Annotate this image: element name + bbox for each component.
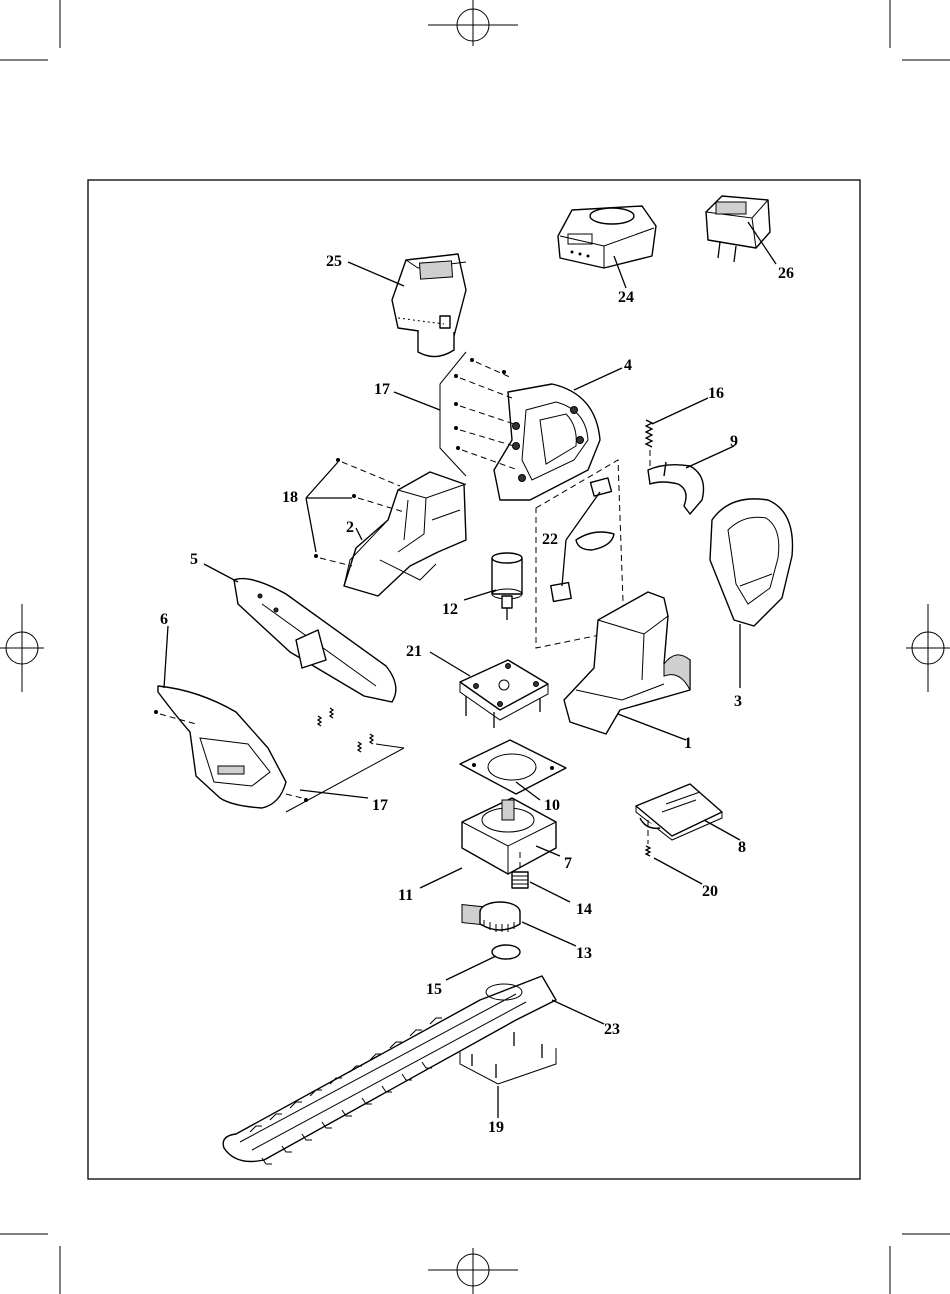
label-16: 16	[708, 385, 724, 402]
label-10: 10	[544, 797, 560, 814]
gear-plate-drawing	[460, 660, 548, 728]
label-25: 24	[618, 289, 634, 306]
registration-mark-left	[0, 604, 44, 692]
label-17-lower: 17	[372, 797, 388, 814]
motor-drawing	[492, 553, 522, 620]
label-23: 23	[604, 1021, 620, 1038]
charger-base-drawing	[558, 206, 656, 268]
label-13: 13	[576, 945, 592, 962]
label-2: 2	[346, 519, 354, 536]
label-11: 11	[398, 887, 413, 904]
registration-mark-right	[906, 604, 950, 692]
label-1: 1	[684, 735, 692, 752]
label-18: 18	[282, 489, 298, 506]
gasket-drawing	[460, 740, 566, 794]
label-12: 12	[442, 601, 458, 618]
spring-and-clamp-drawing	[646, 420, 704, 514]
power-adapter-drawing	[706, 196, 770, 262]
label-5: 5	[190, 551, 198, 568]
label-9: 9	[730, 433, 738, 450]
blade-drawing	[223, 976, 556, 1164]
cover-plate-drawing	[636, 784, 722, 840]
label-15: 15	[426, 981, 442, 998]
blade-guard-drawing	[234, 579, 396, 702]
label-17-upper: 17	[374, 381, 390, 398]
inner-frame-drawing	[344, 472, 466, 596]
housing-half-drawing	[494, 384, 600, 500]
label-14: 14	[576, 901, 592, 918]
d-handle-drawing	[710, 499, 793, 626]
gearbox-drawing	[462, 798, 556, 874]
label-24: 25	[326, 253, 342, 270]
label-4: 4	[624, 357, 632, 374]
washer-drawing	[492, 945, 520, 959]
label-26: 26	[778, 265, 794, 282]
label-21: 21	[406, 643, 422, 660]
battery-pack-drawing	[392, 254, 466, 357]
label-3: 3	[734, 693, 742, 710]
hand-guard-drawing	[158, 686, 286, 808]
registration-mark-top	[428, 0, 518, 46]
main-housing-drawing	[564, 592, 690, 734]
label-7: 7	[564, 855, 572, 872]
label-8: 8	[738, 839, 746, 856]
label-20: 20	[702, 883, 718, 900]
registration-mark-bottom	[428, 1248, 518, 1294]
label-19: 19	[488, 1119, 504, 1136]
label-22: 22	[542, 531, 558, 548]
label-6: 6	[160, 611, 168, 628]
gear-wheel-drawing	[480, 902, 520, 932]
